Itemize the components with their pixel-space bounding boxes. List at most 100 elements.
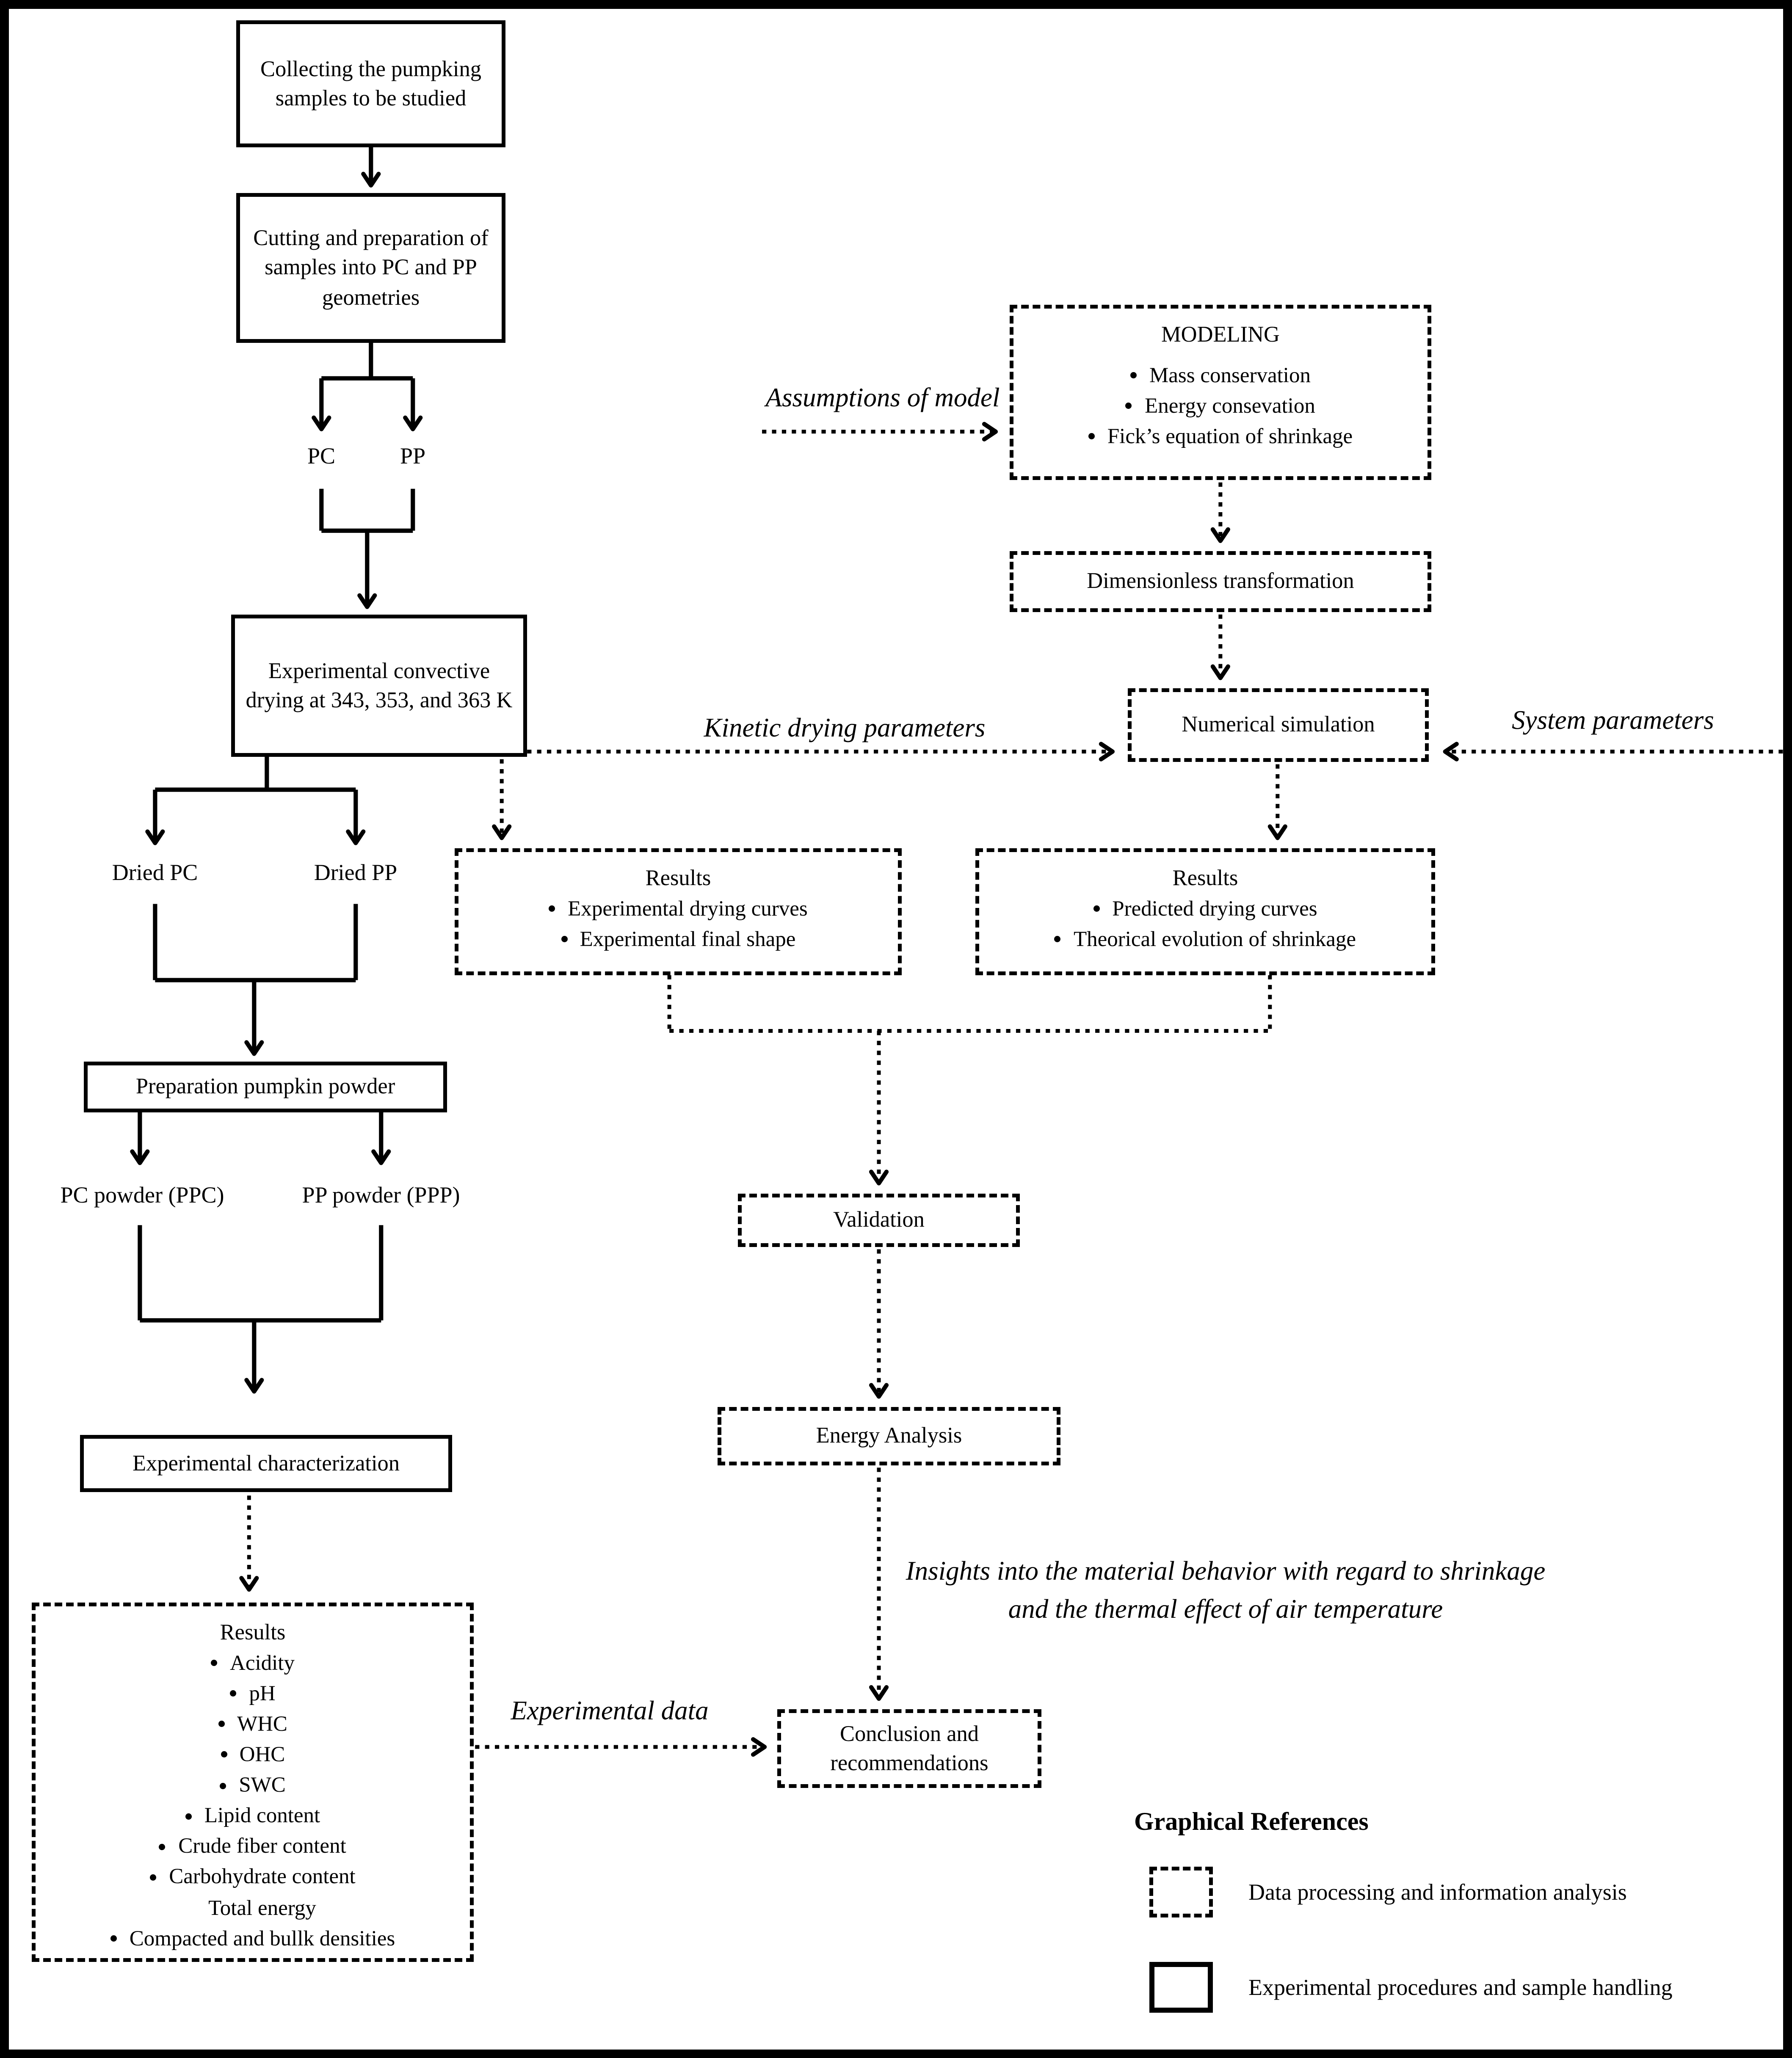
list-item: Mass conservation — [1130, 360, 1311, 391]
experimental-results-title: Results — [645, 865, 711, 890]
numerical-simulation-label: Numerical simulation — [1182, 712, 1375, 737]
pc-label: PC — [307, 443, 336, 469]
list-item-label: Mass conservation — [1149, 362, 1311, 387]
assumptions-label: Assumptions of model — [765, 382, 1000, 413]
pp-label: PP — [400, 443, 426, 469]
bullet-icon — [150, 1874, 157, 1881]
collect-samples-label: Collecting the pumpking samples to be st… — [260, 55, 481, 110]
list-item: Compacted and bullk densities — [110, 1923, 395, 1954]
list-item: Fick’s equation of shrinkage — [1088, 421, 1353, 452]
legend-dotted-label: Data processing and information analysis — [1248, 1879, 1627, 1904]
list-item: Experimental final shape — [561, 924, 796, 955]
legend-title: Graphical References — [1134, 1808, 1369, 1836]
list-item-label: Experimental final shape — [580, 926, 796, 951]
collect-samples-box: Collecting the pumpking samples to be st… — [236, 20, 505, 147]
predicted-results-title: Results — [1172, 865, 1238, 890]
list-item-label: WHC — [237, 1711, 287, 1736]
list-item: Predicted drying curves — [1093, 894, 1317, 924]
dotted-box-icon — [1149, 1867, 1213, 1917]
list-item-label: Lipid content — [204, 1803, 320, 1828]
list-item: Experimental drying curves — [549, 894, 808, 924]
solid-box-icon — [1149, 1962, 1213, 2013]
list-item: Total energy — [189, 1893, 316, 1923]
bullet-icon — [1088, 433, 1095, 440]
dotted-connectors — [239, 422, 1783, 1757]
legend-row-solid: Experimental procedures and sample handl… — [1149, 1962, 1673, 2013]
characterization-results-box: Results Acidity pH WHC OHC SWC Lipid con… — [32, 1603, 474, 1962]
validation-label: Validation — [833, 1207, 925, 1233]
list-item: Acidity — [211, 1648, 295, 1678]
solid-connectors — [130, 147, 423, 1394]
list-item: WHC — [218, 1709, 287, 1739]
bullet-icon — [1054, 936, 1061, 943]
pp-powder-label: PP powder (PPP) — [302, 1182, 460, 1208]
modeling-title: MODELING — [1161, 321, 1280, 347]
modeling-box: MODELING Mass conservation Energy consev… — [1010, 305, 1431, 480]
bullet-icon — [185, 1813, 192, 1820]
list-item-label: Fick’s equation of shrinkage — [1107, 424, 1353, 448]
list-item-label: Compacted and bullk densities — [129, 1926, 395, 1950]
dried-pp-label: Dried PP — [314, 860, 398, 885]
predicted-results-box: Results Predicted drying curves Theorica… — [975, 848, 1435, 975]
list-item-label: Predicted drying curves — [1112, 896, 1317, 920]
experimental-data-label: Experimental data — [511, 1695, 709, 1726]
energy-analysis-box: Energy Analysis — [718, 1407, 1060, 1465]
exp-characterization-box: Experimental characterization — [80, 1435, 452, 1492]
prep-powder-box: Preparation pumpkin powder — [84, 1062, 447, 1112]
list-item-label: pH — [249, 1680, 276, 1705]
pc-powder-label: PC powder (PPC) — [60, 1182, 224, 1208]
bullet-icon — [549, 905, 555, 912]
dimensionless-box: Dimensionless transformation — [1010, 551, 1431, 612]
list-item-label: Acidity — [230, 1650, 295, 1675]
list-item: OHC — [220, 1740, 285, 1770]
legend-row-dotted: Data processing and information analysis — [1149, 1867, 1627, 1917]
bullet-icon — [1093, 905, 1100, 912]
conclusion-box: Conclusion and recommendations — [777, 1709, 1041, 1788]
validation-box: Validation — [738, 1194, 1020, 1247]
numerical-simulation-box: Numerical simulation — [1128, 688, 1429, 762]
bullet-icon — [218, 1721, 224, 1727]
bullet-icon — [220, 1752, 227, 1758]
experimental-results-box: Results Experimental drying curves Exper… — [455, 848, 902, 975]
dried-pc-label: Dried PC — [112, 860, 198, 885]
list-item-label: Experimental drying curves — [568, 896, 808, 920]
bullet-icon — [230, 1690, 237, 1697]
list-item-label: Energy consevation — [1145, 393, 1315, 417]
list-item-label: OHC — [239, 1742, 285, 1766]
bullet-icon — [561, 936, 567, 943]
list-item: Energy consevation — [1126, 391, 1315, 421]
list-item: SWC — [220, 1770, 286, 1801]
bullet-icon — [110, 1935, 117, 1942]
list-item-label: Total energy — [208, 1895, 316, 1920]
list-item: Crude fiber content — [159, 1832, 346, 1862]
kinetic-parameters-label: Kinetic drying parameters — [704, 712, 986, 743]
list-item: Lipid content — [185, 1801, 320, 1831]
legend-solid-label: Experimental procedures and sample handl… — [1248, 1974, 1673, 2000]
list-item-label: Theorical evolution of shrinkage — [1073, 926, 1356, 951]
list-item: pH — [230, 1678, 276, 1709]
bullet-icon — [1130, 372, 1137, 379]
conclusion-label: Conclusion and recommendations — [830, 1720, 988, 1775]
convective-drying-box: Experimental convective drying at 343, 3… — [231, 615, 527, 757]
list-item-label: Carbohydrate content — [169, 1865, 356, 1889]
dimensionless-label: Dimensionless transformation — [1087, 568, 1354, 594]
cutting-preparation-label: Cutting and preparation of samples into … — [253, 225, 489, 309]
exp-characterization-label: Experimental characterization — [132, 1450, 400, 1476]
system-parameters-label: System parameters — [1512, 705, 1714, 735]
energy-analysis-label: Energy Analysis — [816, 1423, 962, 1448]
prep-powder-label: Preparation pumpkin powder — [135, 1073, 395, 1099]
characterization-results-title: Results — [220, 1619, 286, 1644]
list-item-label: SWC — [239, 1773, 286, 1797]
list-item-label: Crude fiber content — [178, 1834, 346, 1858]
bullet-icon — [1126, 403, 1132, 409]
cutting-preparation-box: Cutting and preparation of samples into … — [236, 193, 505, 343]
bullet-icon — [220, 1782, 226, 1789]
bullet-icon — [159, 1843, 166, 1850]
bullet-icon — [211, 1660, 217, 1666]
list-item: Theorical evolution of shrinkage — [1054, 924, 1356, 955]
list-item: Carbohydrate content — [150, 1862, 356, 1892]
